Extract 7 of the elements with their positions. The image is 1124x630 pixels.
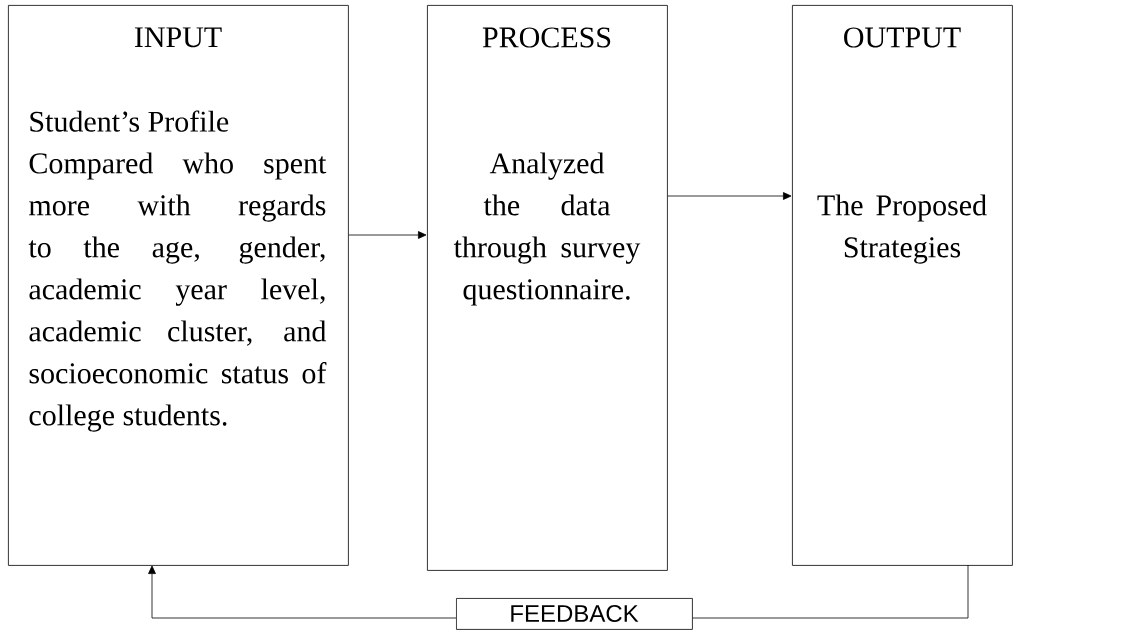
- label-box: FEEDBACK: [456, 598, 693, 630]
- process-box: INPUT Student’s Profile Compared who spent more with regards to the age, gender, academic year level, academic cluster, and socioeconomic status of college students.: [8, 5, 349, 566]
- arrow: [148, 565, 457, 619]
- arrow: [667, 192, 792, 200]
- process-box: PROCESS Analyzed the data through survey questionnaire.: [427, 5, 668, 571]
- process-box: OUTPUT The Proposed Strategies: [792, 5, 1013, 566]
- arrow: [348, 231, 427, 239]
